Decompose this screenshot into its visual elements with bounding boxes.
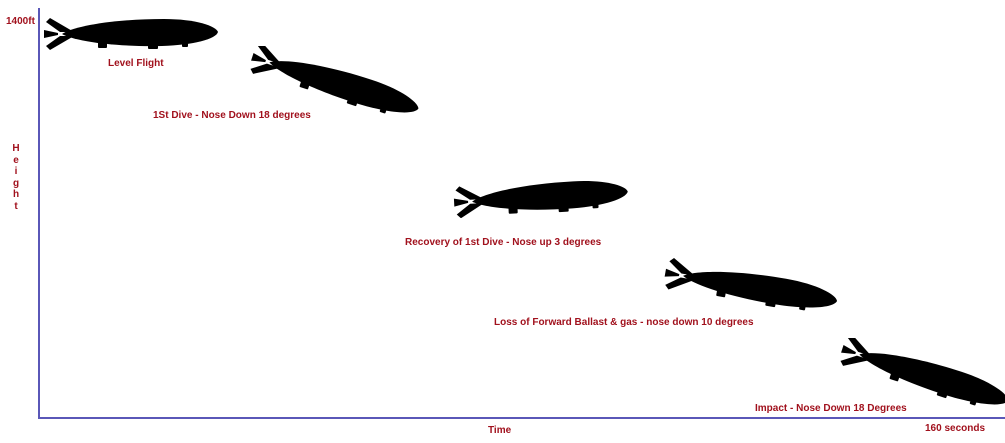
y-axis-title-letter: g <box>12 177 20 189</box>
airship-level-flight <box>44 14 220 54</box>
y-axis-title-letter: t <box>14 200 18 212</box>
y-axis-title-letter: i <box>14 166 18 177</box>
x-axis-line <box>38 417 1005 419</box>
step-label-recovery: Recovery of 1st Dive - Nose up 3 degrees <box>405 237 602 248</box>
x-axis-max-label: 160 seconds <box>925 423 986 434</box>
y-axis-title-letter: e <box>13 154 19 166</box>
y-axis-title-letter: H <box>12 143 20 154</box>
airship-ballast-loss <box>660 256 844 324</box>
step-label-level-flight: Level Flight <box>108 58 164 69</box>
y-axis-title-letter: h <box>12 189 20 200</box>
x-axis-title: Time <box>488 425 512 436</box>
y-axis-line <box>38 8 40 418</box>
step-label-ballast-loss: Loss of Forward Ballast & gas - nose dow… <box>494 317 754 328</box>
step-label-impact: Impact - Nose Down 18 Degrees <box>755 403 907 414</box>
step-label-first-dive: 1St Dive - Nose Down 18 degrees <box>153 110 311 121</box>
y-axis-max-label: 1400ft <box>6 16 35 27</box>
airship-recovery <box>452 176 632 218</box>
